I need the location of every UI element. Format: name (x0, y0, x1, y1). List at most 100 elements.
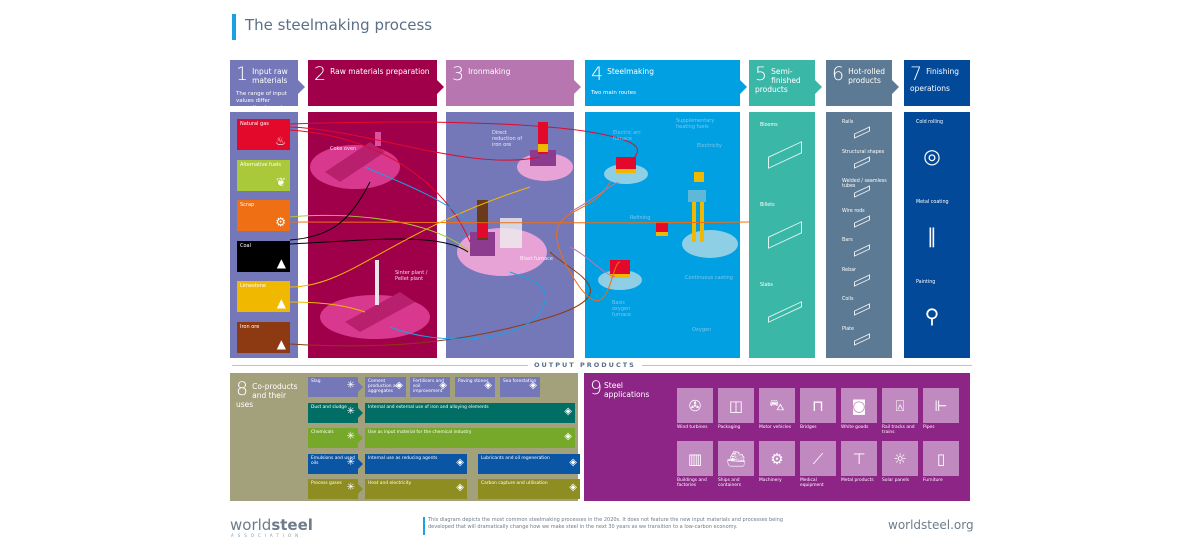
footer-url-link[interactable]: worldsteel.org (888, 518, 974, 532)
coproduct-icon: ✳ (346, 456, 355, 468)
continuous-casting-illustration (682, 172, 738, 258)
coproduct-source-3: Emulsions and used oils ✳ (308, 453, 363, 474)
page-title: The steelmaking process (245, 16, 433, 34)
coproduct-use: Sea forestation ◈ (500, 377, 540, 397)
stage-number: 1 (236, 63, 249, 85)
wind-turbine-icon: ✇ (688, 396, 702, 415)
application-label: Packaging (718, 425, 741, 430)
coproduct-source-label: Chemicals (311, 430, 334, 435)
coke-oven-illustration (310, 132, 400, 189)
coproduct-source-label: Slag (311, 379, 321, 384)
hot-rolled-label: Coils (842, 297, 854, 302)
coproduct-source-label: Emulsions and used oils (311, 455, 355, 466)
coproduct-source-1: Dust and sludge ✳ (308, 402, 363, 423)
output-products-label: OUTPUT PRODUCTS (528, 361, 642, 369)
application-label: Solar panels (882, 478, 910, 483)
stage-label: Hot-rolled products (848, 67, 886, 85)
use-icon: ◈ (564, 431, 572, 442)
coproduct-use-label: Sea forestation (503, 379, 537, 384)
stage-arrow-icon (892, 80, 899, 94)
coproduct-arrow-icon (358, 382, 363, 392)
pile-icon: ▲ (276, 296, 286, 310)
application-label: Pipes (923, 425, 935, 430)
stage-number: 2 (314, 63, 327, 85)
application-tile-can: ◫ (718, 388, 754, 423)
stage-1-panel (230, 112, 298, 358)
electricity-label: Electricity (697, 143, 722, 149)
pipe-icon: ⊩ (934, 396, 948, 415)
corn-icon: ❦ (275, 174, 286, 189)
pile-icon: ▲ (276, 255, 286, 270)
coproduct-source-label: Dust and sludge (311, 404, 347, 410)
refining-illustration (656, 222, 668, 236)
coproduct-use: Internal use as reducing agents ◈ (365, 453, 467, 474)
stage-1-header: 1 Input raw materials The range of input… (230, 60, 305, 111)
application-label: Machinery (759, 478, 782, 483)
input-natural-gas: Natural gas ♨ (237, 119, 290, 150)
stage-7-panel (904, 112, 970, 358)
coproduct-use-label: Paving stones (458, 379, 489, 384)
worldsteel-logo: worldsteel (230, 516, 313, 534)
coproduct-use-label: Internal use as reducing agents (368, 455, 438, 461)
train-icon: ⍓ (895, 396, 905, 415)
coproduct-arrow-icon (358, 458, 363, 469)
semi-product-label: Blooms (760, 123, 778, 128)
coproduct-source-4: Process gases ✳ (308, 479, 363, 499)
stage-subtitle: Two main routes (591, 90, 636, 96)
logo-text-steel: steel (271, 516, 313, 534)
coproduct-use: Fertilisers and soil improvement ◈ (410, 377, 450, 397)
hot-rolled-label: Welded / seamless tubes (842, 179, 887, 189)
scrap-icon: ⚙ (275, 215, 286, 229)
coproduct-source-label: Process gases (311, 481, 342, 486)
input-label: Iron ore (240, 323, 260, 330)
sinter-plant-illustration (320, 260, 430, 339)
razor-icon: ⊤ (852, 449, 866, 468)
logo-subtitle: ASSOCIATION (231, 533, 303, 538)
washing-machine-icon: ◙ (851, 396, 867, 415)
stage-subtitle (910, 93, 964, 99)
application-label: White goods (841, 425, 869, 430)
logo-text-world: world (230, 516, 272, 534)
flame-icon: ♨ (275, 134, 286, 148)
application-tile-scalpel: ⟋ (800, 441, 836, 476)
footer-note-accent (423, 517, 425, 535)
electric-arc-furnace-label: Electric arc furnace (613, 130, 641, 142)
flow-lines (290, 121, 750, 347)
use-icon: ◈ (439, 380, 447, 391)
coproducts-title: Co-products and their uses (236, 382, 298, 409)
coproduct-arrow-icon (358, 407, 363, 418)
application-tile-wind-turbine: ✇ (677, 388, 713, 423)
application-label: Buildings and factories (677, 478, 707, 488)
cold-rolling-icon: ◎ (923, 144, 941, 168)
application-label: Rail tracks and trains (882, 425, 915, 435)
building-icon: ▥ (687, 449, 703, 468)
basic-oxygen-furnace-label: Basic oxygen furnace (612, 300, 631, 318)
coproduct-use: Carbon capture and utilisation ◈ (478, 479, 580, 499)
application-tile-washing-machine: ◙ (841, 388, 877, 423)
coproduct-icon: ✳ (346, 380, 355, 391)
hot-rolled-label: Wire rods (842, 208, 865, 214)
coproduct-source-2: Chemicals ✳ (308, 428, 363, 448)
coproduct-use-label: Fertilisers and soil improvement (413, 379, 444, 394)
stage-arrow-icon (815, 80, 822, 94)
coproduct-use-label: Carbon capture and utilisation (481, 481, 548, 486)
use-icon: ◈ (484, 380, 492, 391)
input-limestone: Limestone ▲ (237, 281, 290, 312)
solar-panel-icon: ☼ (893, 449, 907, 468)
coproduct-use-label: Internal and external use of iron and al… (368, 404, 489, 410)
stage-label: Ironmaking (468, 67, 511, 76)
stage-number: 5 (755, 63, 768, 85)
coproducts-number: 8 (236, 378, 249, 400)
hot-rolled-label: Structural shapes (842, 149, 885, 155)
stage-label: Finishing operations (910, 67, 960, 93)
coproduct-arrow-icon (358, 484, 363, 494)
hot-rolled-label: Rails (842, 120, 854, 125)
stage-subtitle (832, 85, 886, 91)
bridge-icon: ⊓ (812, 396, 824, 415)
input-scrap: Scrap ⚙ (237, 200, 290, 231)
applications-number: 9 (590, 377, 603, 399)
stage-5-panel (749, 112, 815, 358)
coproduct-use: Internal and external use of iron and al… (365, 402, 575, 423)
electric-arc-furnace-illustration (604, 157, 648, 184)
application-label: Wind turbines (677, 425, 708, 430)
